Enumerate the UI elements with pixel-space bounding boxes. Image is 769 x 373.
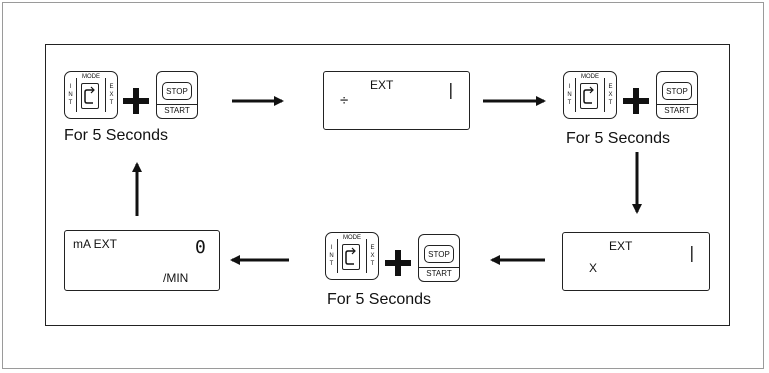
step5-caption: For 5 Seconds — [327, 291, 432, 308]
lcd-display-a: EXT ÷ | — [323, 71, 470, 130]
lcd-display-b: EXT X | — [562, 232, 710, 291]
stop-start-key-3: STOP START — [418, 234, 460, 282]
stop-label: STOP — [662, 82, 692, 100]
mode-button-icon — [342, 244, 360, 270]
display-c-digit: 0 — [195, 237, 206, 258]
lcd-display-c: mA EXT 0 /MIN — [64, 230, 220, 291]
display-b-digit: | — [687, 243, 697, 262]
stop-start-key-1: STOP START — [156, 71, 198, 119]
display-a-symbol: ÷ — [340, 92, 349, 109]
step3-caption: For 5 Seconds — [566, 130, 671, 147]
mode-button-icon — [81, 83, 99, 109]
mode-label: MODE — [343, 235, 361, 241]
diagram-frame — [45, 44, 730, 326]
page-border — [2, 2, 764, 369]
plus-icon — [123, 88, 149, 114]
display-b-symbol: X — [589, 261, 598, 275]
step1-caption: For 5 Seconds — [64, 127, 169, 144]
start-label: START — [157, 104, 197, 115]
plus-icon — [623, 88, 649, 114]
mode-button-icon — [580, 83, 598, 109]
start-label: START — [419, 267, 459, 278]
start-label: START — [657, 104, 697, 115]
display-c-rate: /MIN — [163, 271, 189, 285]
stop-label: STOP — [162, 82, 192, 100]
display-c-units: mA EXT — [73, 237, 118, 251]
display-a-mode: EXT — [370, 78, 394, 92]
stop-label: STOP — [424, 245, 454, 263]
stop-start-key-2: STOP START — [656, 71, 698, 119]
display-b-mode: EXT — [609, 239, 633, 253]
plus-icon — [385, 250, 411, 276]
mode-label: MODE — [82, 74, 100, 80]
display-a-digit: | — [446, 80, 456, 99]
mode-label: MODE — [581, 74, 599, 80]
